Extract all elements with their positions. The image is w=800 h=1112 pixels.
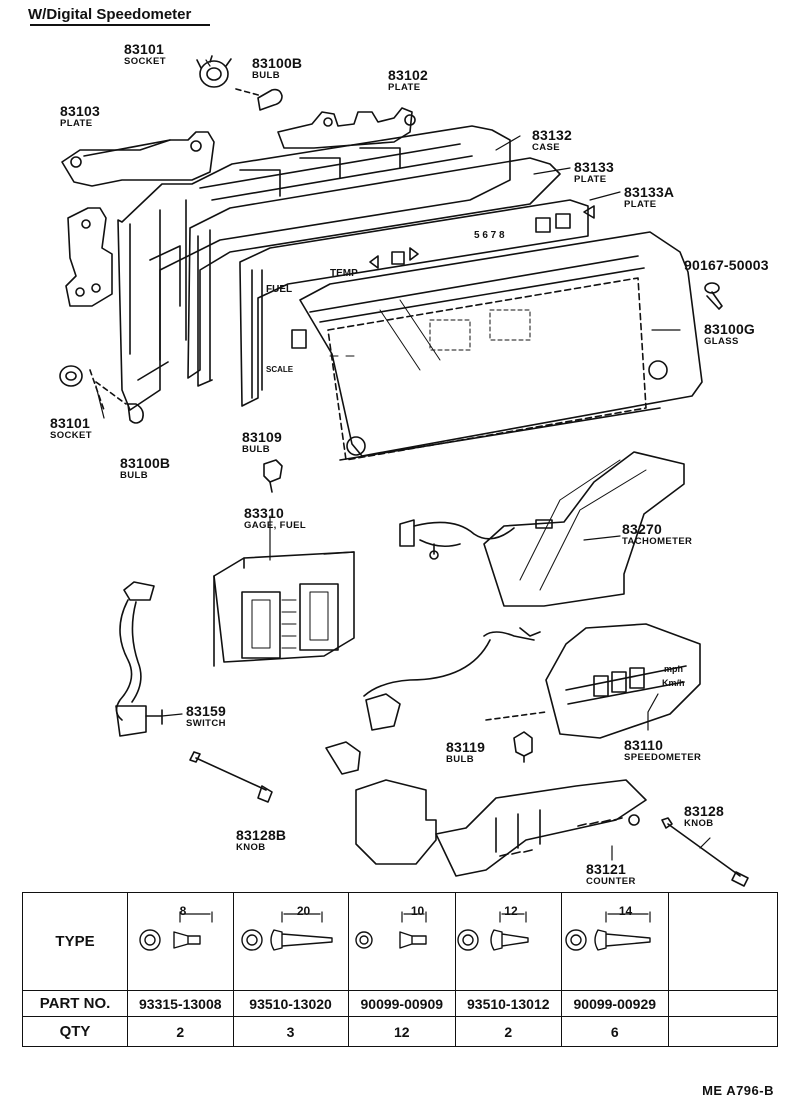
fuel-gage-part [213,551,355,667]
qty-cell: 2 [127,1016,234,1047]
title-underline [30,24,210,26]
kmh-text: Km/h [662,678,685,688]
type-cell-1: 8 [127,892,234,991]
qty-cell: 6 [560,1016,670,1047]
reference-code: ME A796-B [702,1083,774,1098]
fastener-table: TYPE 8 20 10 12 14 PART NO. 93315-13008 … [22,892,778,1047]
temp-text: TEMP [330,268,358,279]
table-row-part-no: PART NO. 93315-13008 93510-13020 90099-0… [22,990,778,1017]
case-83132-part [117,125,511,411]
qty-cell: 2 [454,1016,562,1047]
plate-83133a-part [239,199,595,407]
socket-top-part [196,55,232,88]
qty-cell: 12 [347,1016,456,1047]
glass-83100g-part [299,231,703,461]
part-no-cell: 93510-13020 [232,990,349,1017]
type-cell-2: 20 [232,892,349,991]
part-no-cell: 93315-13008 [127,990,234,1017]
knob-83128-part [661,817,749,887]
qty-cell: 3 [232,1016,349,1047]
type-cell-4: 12 [454,892,562,991]
scale-text: SCALE [266,365,294,374]
bulb-83119-part [513,731,533,763]
bracket-plate-part [65,207,113,307]
part-no-cell-empty [668,990,778,1017]
plate-83103-part [61,131,215,187]
switch-part [115,581,163,737]
part-no-cell: 90099-00909 [347,990,456,1017]
table-row-type: TYPE 8 20 10 12 14 [22,892,778,991]
digits-text: 5 6 7 8 [474,230,505,241]
type-cell-3: 10 [347,892,456,991]
table-row-qty: QTY 2 3 12 2 6 [22,1016,778,1047]
plate-83102-part [277,107,416,149]
knob-83128b-part [189,751,273,803]
part-no-cell: 93510-13012 [454,990,562,1017]
bulb-83109-part [263,459,283,493]
type-cell-5: 14 [560,892,670,991]
part-no-header: PART NO. [22,990,128,1017]
leader-lines [95,59,711,861]
qty-header: QTY [22,1016,128,1047]
speedometer-part [363,623,701,739]
fuel-text: FUEL [266,284,292,295]
tachometer-part [399,451,685,607]
bulb-top-part [235,88,283,111]
type-header: TYPE [22,892,128,991]
counter-part [325,741,647,877]
part-no-cell: 90099-00929 [560,990,670,1017]
mph-text: mph [664,664,683,674]
screw-90167-part [704,282,723,310]
socket-bottom-part [59,365,105,411]
bulb-bottom-part [95,381,144,424]
type-cell-empty [668,892,778,991]
label-screw-90167: 90167-50003 [684,257,769,273]
qty-cell-empty [668,1016,778,1047]
plate-83133-part [187,157,561,387]
diagram-title: W/Digital Speedometer [28,6,192,23]
